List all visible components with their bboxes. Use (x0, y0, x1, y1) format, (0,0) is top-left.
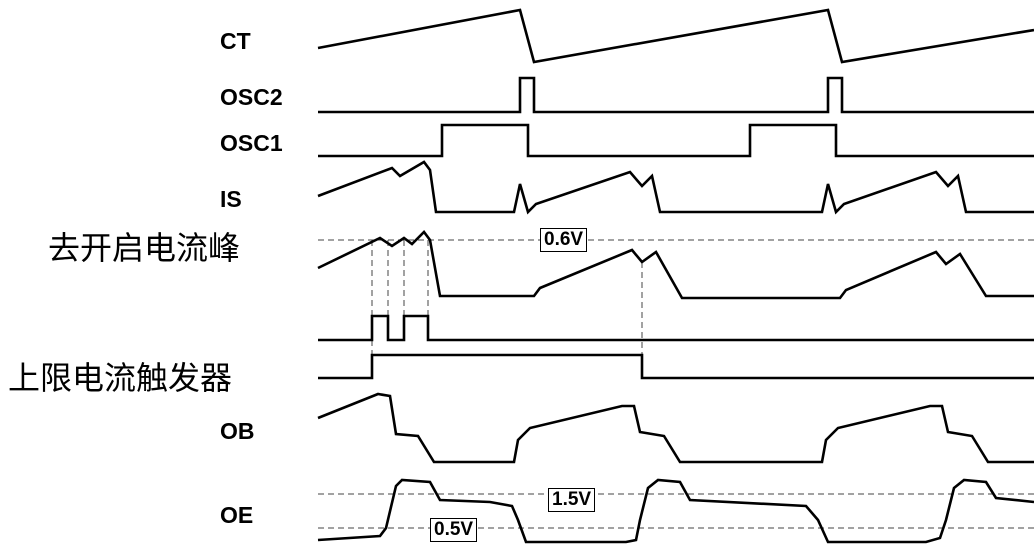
waveform-is (317, 160, 1034, 215)
signal-label-osc2: OSC2 (220, 84, 283, 110)
waveform-ct (317, 8, 1034, 64)
signal-label-leading-edge-blanking: 去开启电流峰 (48, 229, 241, 267)
waveform-oe (317, 478, 1034, 544)
signal-label-is: IS (220, 186, 242, 212)
waveform-ob (317, 392, 1034, 464)
oe-low-level-value: 0.5V (430, 518, 478, 542)
signal-label-osc1: OSC1 (220, 130, 283, 156)
waveform-blanking-pulses (318, 314, 1034, 342)
signal-label-ob: OB (220, 418, 255, 444)
oe-high-level-value: 1.5V (548, 488, 596, 512)
waveform-osc2 (318, 76, 1034, 114)
signal-label-oe: OE (220, 502, 254, 528)
is-threshold-value: 0.6V (540, 228, 588, 252)
signal-label-current-limit-trigger: 上限电流触发器 (8, 359, 233, 397)
waveform-osc1 (318, 123, 1034, 158)
signal-label-ct: CT (220, 28, 251, 54)
waveform-current-limit-trigger (318, 353, 1034, 380)
waveform-leading-edge-blanking (317, 230, 1034, 300)
